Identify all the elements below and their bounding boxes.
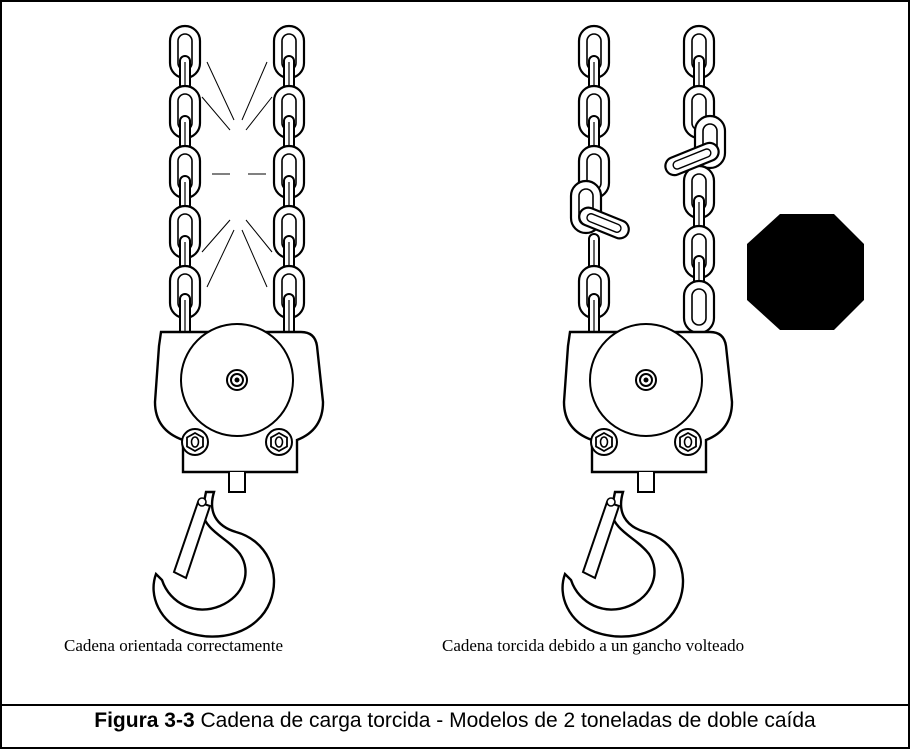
caption-divider: [2, 704, 908, 706]
stop-octagon-icon: [747, 214, 864, 330]
right-hoist: [561, 24, 734, 638]
left-chain-b: [272, 24, 306, 347]
right-chain-b: [664, 24, 727, 335]
left-chain-a: [168, 24, 202, 347]
chain-hoist-illustration: [152, 24, 864, 638]
left-caption: Cadena orientada correctamente: [64, 636, 283, 655]
left-hoist: [152, 24, 325, 638]
figure-number: Figura 3-3: [94, 709, 195, 732]
figure-caption: Figura 3-3 Cadena de carga torcida - Mod…: [2, 709, 908, 733]
sparkle-lines: [201, 61, 273, 288]
right-caption: Cadena torcida debido a un gancho voltea…: [442, 636, 745, 655]
figure-caption-text: Cadena de carga torcida - Modelos de 2 t…: [200, 709, 816, 732]
right-chain-a: [569, 24, 630, 347]
